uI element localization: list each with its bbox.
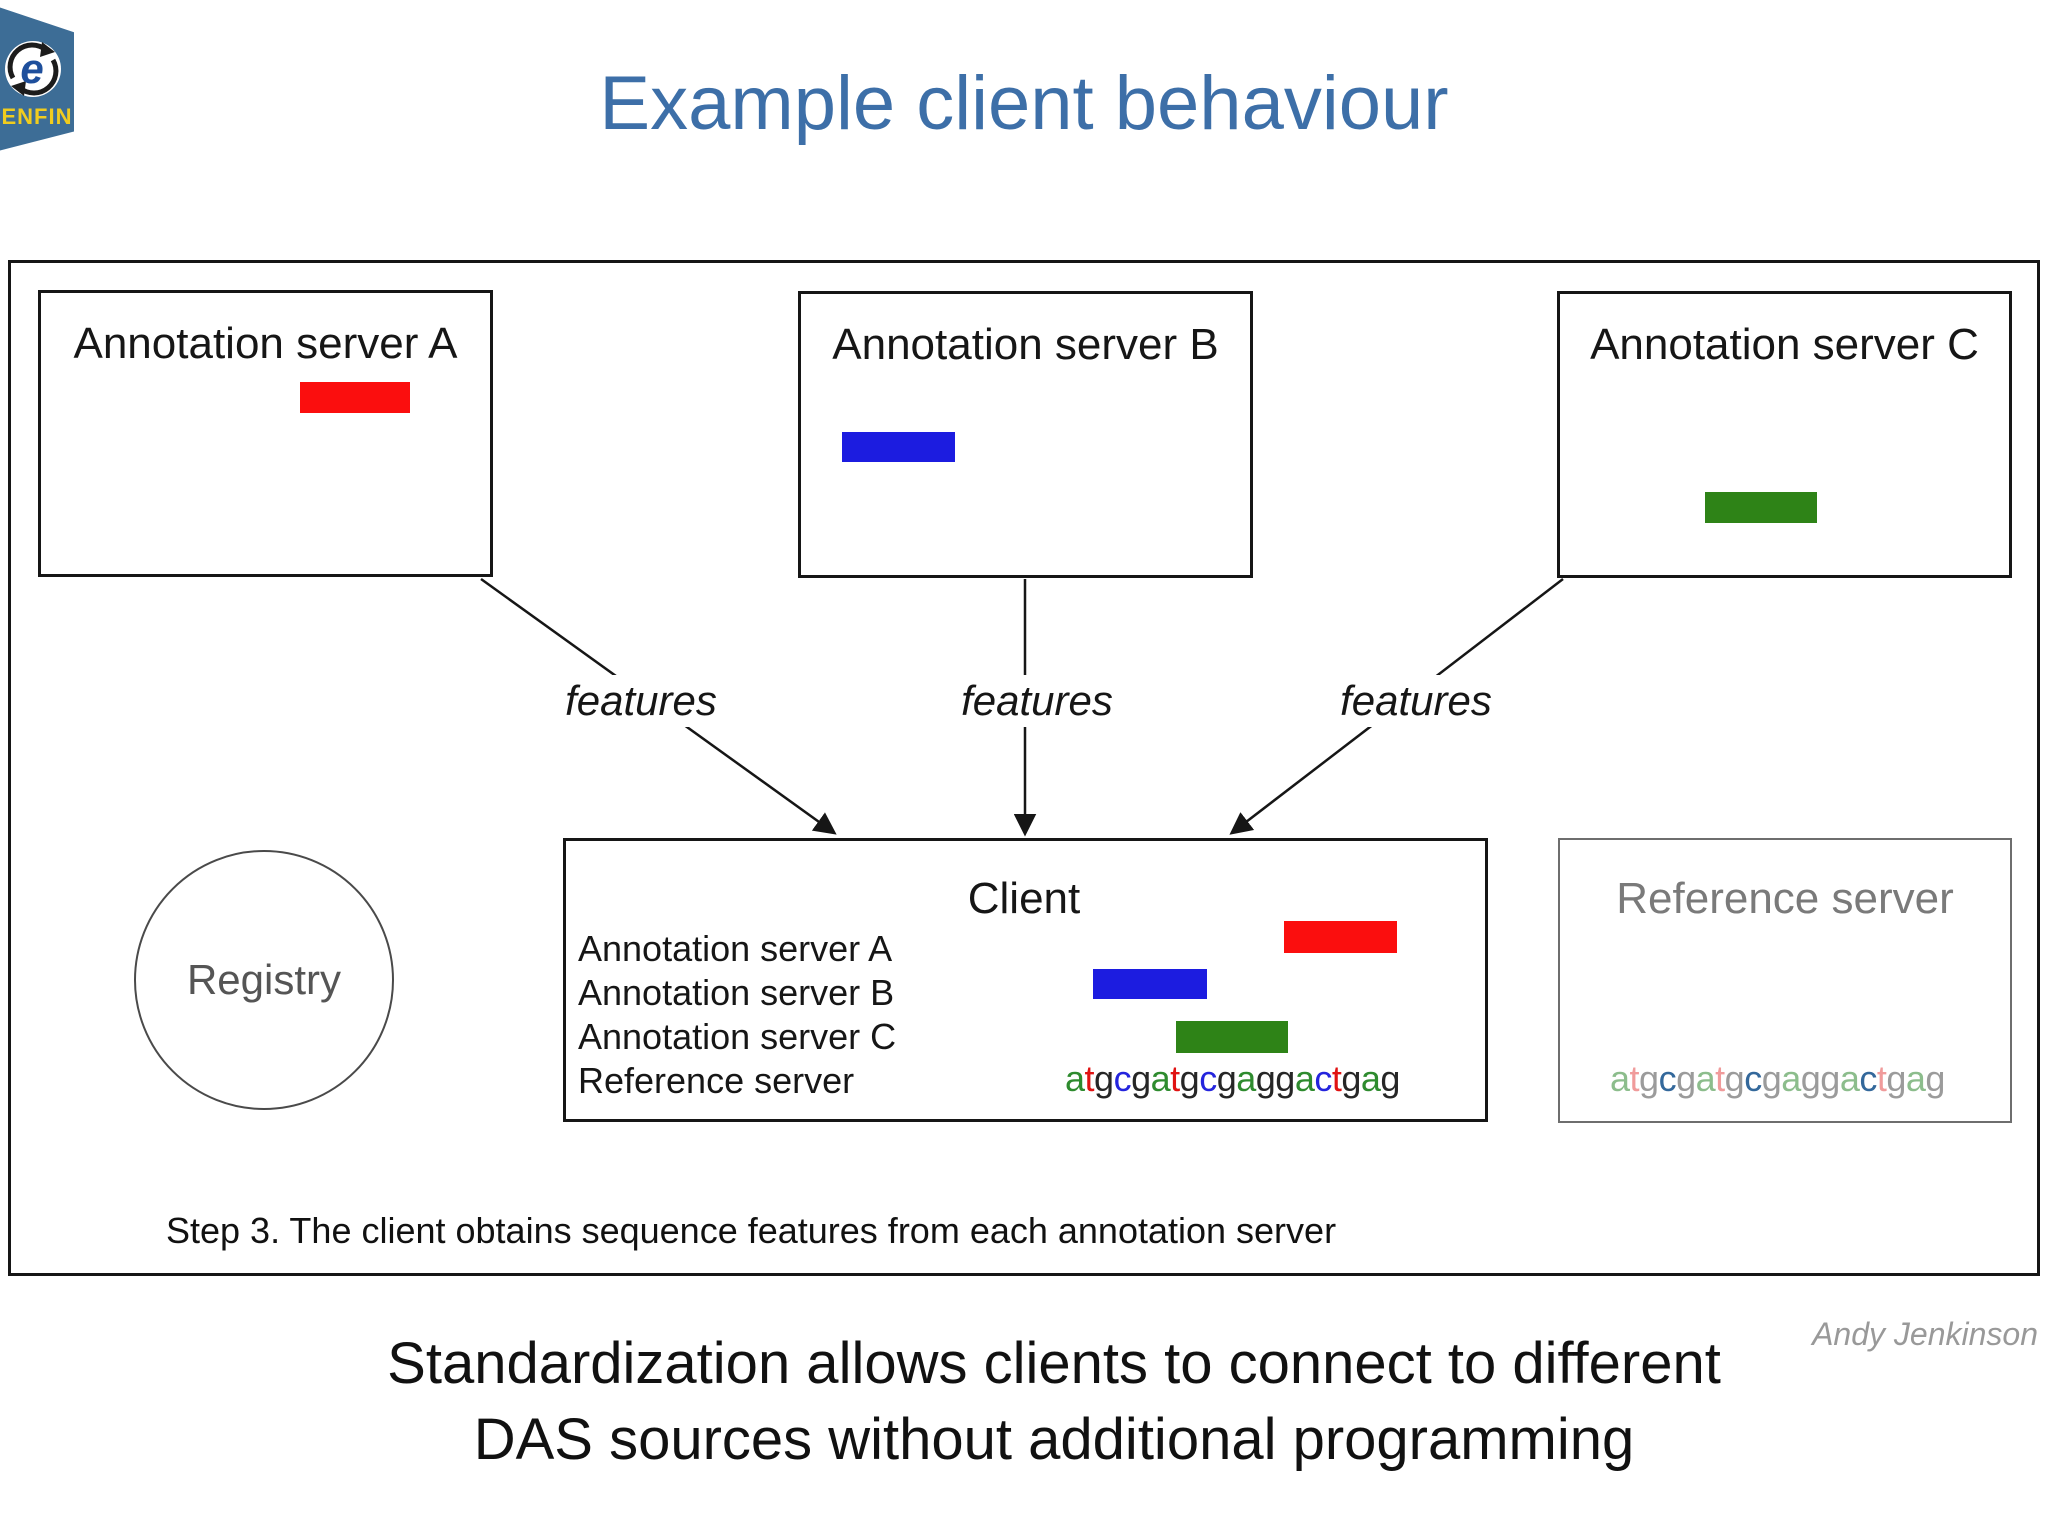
page-title: Example client behaviour [599, 61, 1449, 146]
attribution: Andy Jenkinson [1812, 1316, 2038, 1352]
reference-server-box [1558, 838, 2012, 1123]
reference-server-sequence: atgcgatgcgaggactgag [1610, 1058, 1945, 1099]
feature-arrow-label-b: features [949, 675, 1125, 727]
client-sequence: atgcgatgcgaggactgag [1065, 1058, 1400, 1099]
feature-bar-blue [842, 432, 955, 462]
feature-bar-green [1705, 492, 1817, 523]
client-title: Client [967, 874, 1081, 923]
statement: Standardization allows clients to connec… [0, 1326, 2048, 1478]
feature-arrow-label-c: features [1328, 675, 1504, 727]
step-caption: Step 3. The client obtains sequence feat… [166, 1210, 1337, 1251]
client-source-row-a: Annotation server A [578, 928, 893, 969]
client-source-row-b: Annotation server B [578, 972, 895, 1013]
registry-circle: Registry [134, 850, 394, 1110]
annotation-server-b-label: Annotation server B [832, 320, 1219, 369]
svg-text:e: e [20, 45, 43, 92]
annotation-server-c-box: Annotation server C [1557, 291, 2012, 578]
statement-line-1: Standardization allows clients to connec… [387, 1331, 1721, 1396]
enfin-logo: e ENFIN [0, 7, 74, 151]
enfin-label: ENFIN [1, 104, 73, 129]
client-box [563, 838, 1488, 1122]
enfin-cycle-icon: e [5, 41, 61, 97]
client-source-row-c: Annotation server C [578, 1016, 897, 1057]
annotation-server-a-label: Annotation server A [73, 319, 458, 368]
feature-bar-red [300, 382, 410, 413]
registry-label: Registry [186, 956, 342, 1003]
client-feature-bar-green [1176, 1021, 1288, 1053]
statement-line-2: DAS sources without additional programmi… [473, 1407, 1635, 1472]
client-feature-bar-blue [1093, 969, 1207, 999]
client-source-row-reference: Reference server [578, 1060, 855, 1101]
reference-server-title: Reference server [1616, 874, 1954, 923]
annotation-server-c-label: Annotation server C [1590, 320, 1979, 369]
feature-arrow-label-a: features [553, 675, 729, 727]
annotation-server-a-box: Annotation server A [38, 290, 493, 577]
client-feature-bar-red [1284, 921, 1397, 953]
